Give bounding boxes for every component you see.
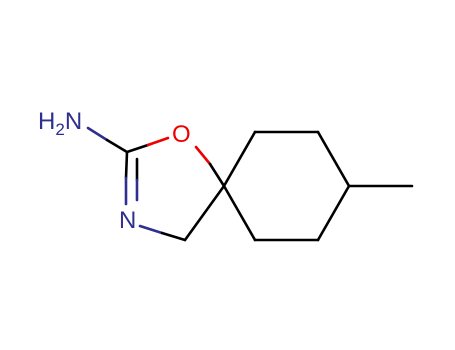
amine-label: H2N xyxy=(38,108,82,139)
bond-o-spiro-o-part xyxy=(194,145,212,166)
bond-amine-c2-n-part xyxy=(86,126,109,142)
bonds xyxy=(86,126,414,242)
bond-o-spiro-c-part xyxy=(208,162,226,188)
bond-ch2-spiro xyxy=(183,184,226,242)
amine-subscript: 2 xyxy=(55,120,64,139)
oxygen-label: O xyxy=(172,121,191,148)
bond-c2-o-o-part xyxy=(146,136,170,147)
bond-amine-c2-c-part xyxy=(105,138,129,154)
amine-h: H xyxy=(38,108,55,135)
bond-c4-bottom-right xyxy=(316,184,351,242)
bond-c2-n-double-outer-c xyxy=(124,150,129,180)
imine-n-label: N xyxy=(119,207,136,234)
bond-spiro-c-top xyxy=(222,130,257,188)
bond-n-ch2-n-part xyxy=(138,224,164,235)
bond-top-right-c4 xyxy=(316,130,351,188)
bond-c2-o-c-part xyxy=(125,143,150,154)
bond-bottom-left-spiro xyxy=(222,184,257,242)
amine-n: N xyxy=(65,108,82,135)
bond-n-ch2-c-part xyxy=(160,231,187,242)
atom-labels: H2N O N xyxy=(38,108,191,234)
